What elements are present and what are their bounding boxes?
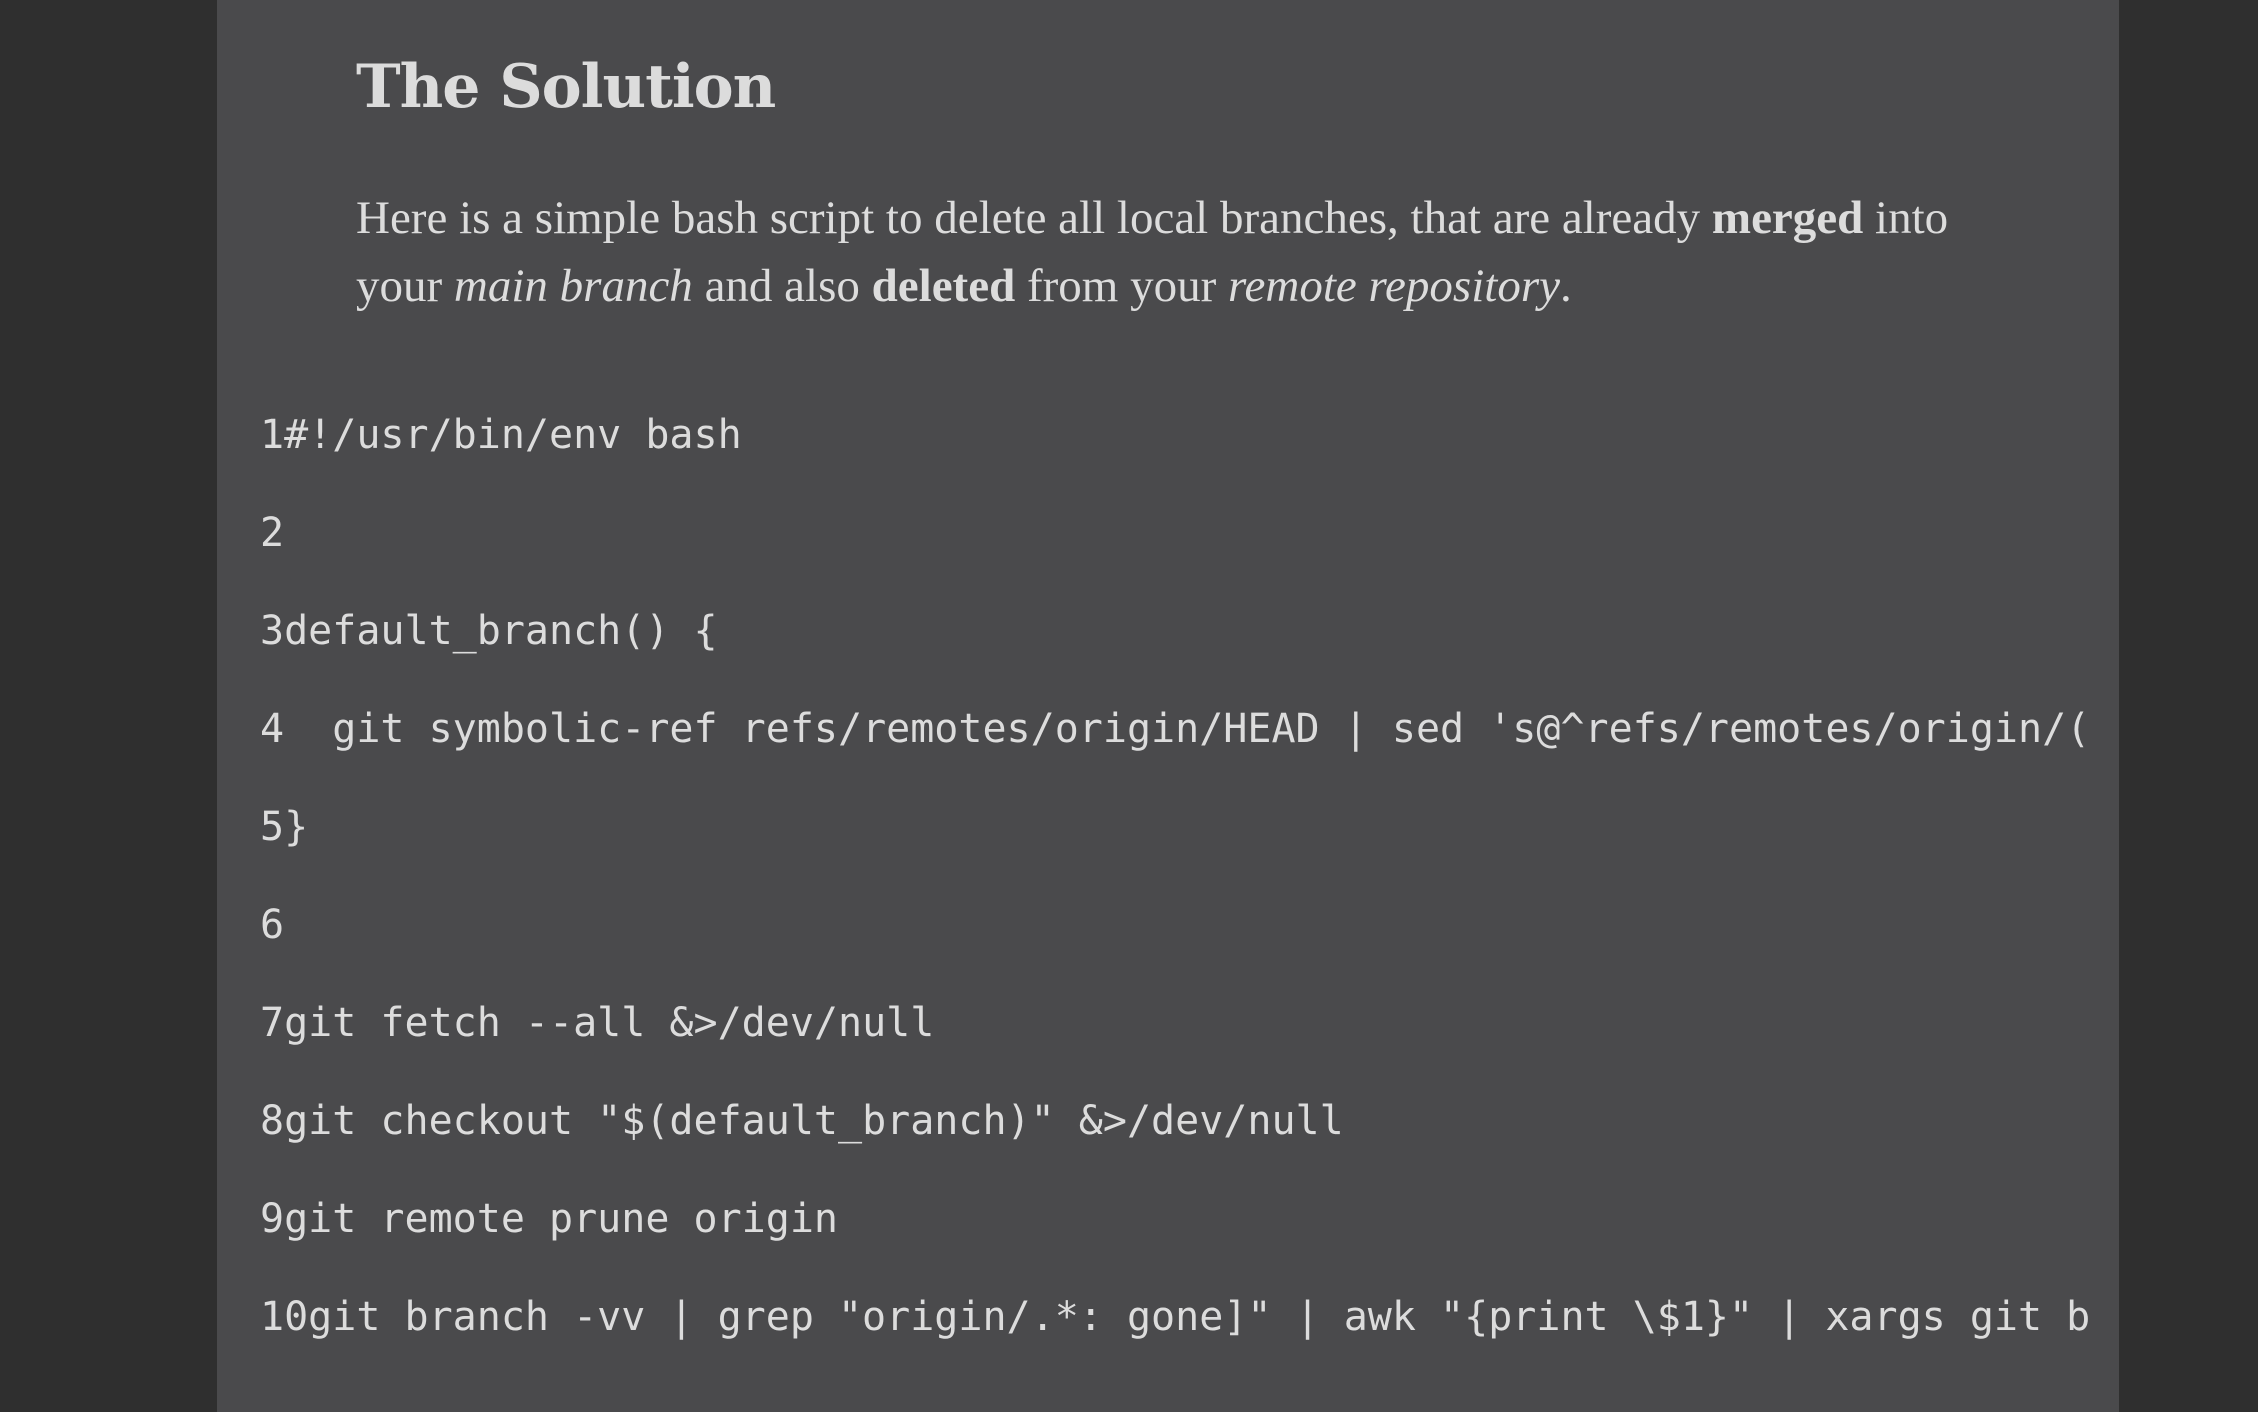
- code-text: git symbolic-ref refs/remotes/origin/HEA…: [284, 706, 2091, 752]
- text: into your: [356, 192, 1949, 312]
- code-line: 3default_branch() {: [260, 604, 2092, 702]
- bold-merged: merged: [1711, 192, 1864, 244]
- intro-paragraph: Here is a simple bash script to delete a…: [356, 184, 1996, 320]
- code-line: 1#!/usr/bin/env bash: [260, 408, 2092, 506]
- bold-deleted: deleted: [871, 260, 1016, 312]
- line-number: 9: [260, 1196, 285, 1242]
- line-number: 3: [260, 608, 285, 654]
- italic-main-branch: main branch: [453, 260, 693, 312]
- code-line: 2: [260, 506, 2092, 604]
- code-line: 10git branch -vv | grep "origin/.*: gone…: [260, 1290, 2092, 1388]
- line-number: 5: [260, 804, 285, 850]
- line-number: 10: [260, 1294, 309, 1340]
- line-number: 2: [260, 510, 285, 556]
- section-heading: The Solution: [356, 52, 776, 122]
- code-line: 4 git symbolic-ref refs/remotes/origin/H…: [260, 702, 2092, 800]
- code-text: #!/usr/bin/env bash: [284, 412, 742, 458]
- line-number: 7: [260, 1000, 285, 1046]
- line-number: 8: [260, 1098, 285, 1144]
- text: .: [1559, 260, 1572, 312]
- code-line: 6: [260, 898, 2092, 996]
- code-text: git fetch --all &>/dev/null: [284, 1000, 935, 1046]
- text: Here is a simple bash script to delete a…: [356, 192, 1712, 244]
- code-text: git checkout "$(default_branch)" &>/dev/…: [284, 1098, 1344, 1144]
- line-number: 6: [260, 902, 285, 948]
- code-text: }: [284, 804, 309, 850]
- code-line: 7git fetch --all &>/dev/null: [260, 996, 2092, 1094]
- code-line: 5}: [260, 800, 2092, 898]
- code-line: 9git remote prune origin: [260, 1192, 2092, 1290]
- article-panel: The Solution Here is a simple bash scrip…: [217, 0, 2119, 1412]
- code-line: 8git checkout "$(default_branch)" &>/dev…: [260, 1094, 2092, 1192]
- line-number: 1: [260, 412, 285, 458]
- text: and also: [692, 260, 872, 312]
- code-text: default_branch() {: [284, 608, 718, 654]
- line-number: 4: [260, 706, 285, 752]
- italic-remote-repository: remote repository: [1227, 260, 1560, 312]
- code-text: git remote prune origin: [284, 1196, 838, 1242]
- text: from your: [1015, 260, 1228, 312]
- code-text: git branch -vv | grep "origin/.*: gone]"…: [308, 1294, 2091, 1340]
